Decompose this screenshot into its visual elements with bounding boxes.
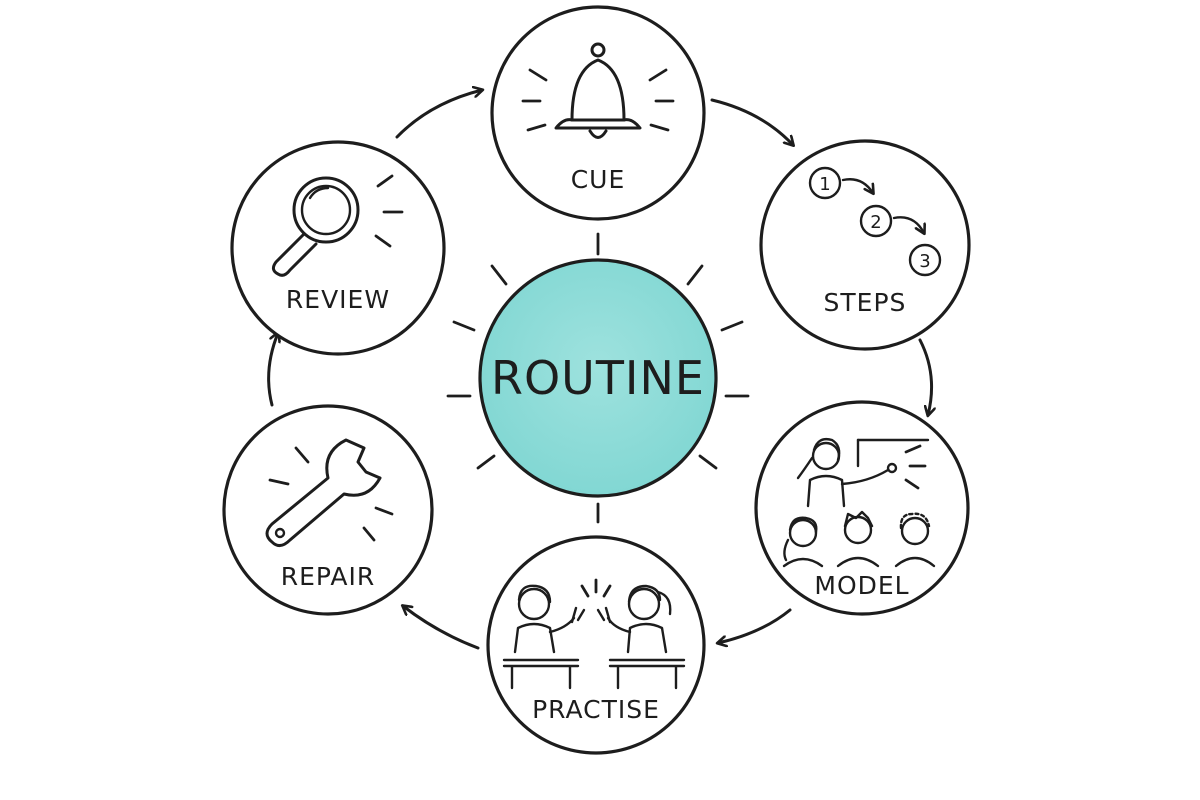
step-number-1: 1 (819, 174, 830, 195)
arrow-steps-to-model (918, 338, 932, 415)
node-cue: CUE (490, 5, 706, 221)
node-repair: REPAIR (222, 404, 434, 616)
node-label-repair: REPAIR (281, 562, 376, 591)
arrow-practise-to-repair (403, 606, 480, 650)
arrow-model-to-practise (718, 608, 792, 643)
node-label-model: MODEL (814, 571, 909, 600)
step-number-2: 2 (870, 212, 881, 233)
numbered-steps-icon: 1 2 3 (808, 166, 942, 277)
node-practise: PRACTISE (486, 535, 706, 755)
center-circle (478, 258, 718, 498)
magnifying-glass-icon (271, 174, 404, 277)
node-label-practise: PRACTISE (532, 695, 660, 724)
bell-icon (521, 42, 675, 139)
node-steps: 1 2 3 STEPS (759, 139, 971, 351)
center-rays (446, 232, 750, 524)
arrow-repair-to-review (267, 333, 278, 407)
node-label-review: REVIEW (286, 285, 390, 314)
node-label-steps: STEPS (824, 288, 907, 317)
center-node: ROUTINE (478, 258, 718, 498)
flow-arrows (267, 90, 932, 650)
step-number-3: 3 (919, 251, 930, 272)
teacher-demonstrating-icon (782, 437, 936, 568)
node-model: MODEL (754, 400, 970, 616)
node-label-cue: CUE (571, 165, 626, 194)
arrow-review-to-cue (395, 90, 482, 139)
arrow-cue-to-steps (710, 98, 793, 145)
students-practising-icon (502, 578, 686, 690)
node-review: REVIEW (230, 140, 446, 356)
center-label: ROUTINE (491, 351, 705, 405)
wrench-icon (265, 438, 394, 547)
